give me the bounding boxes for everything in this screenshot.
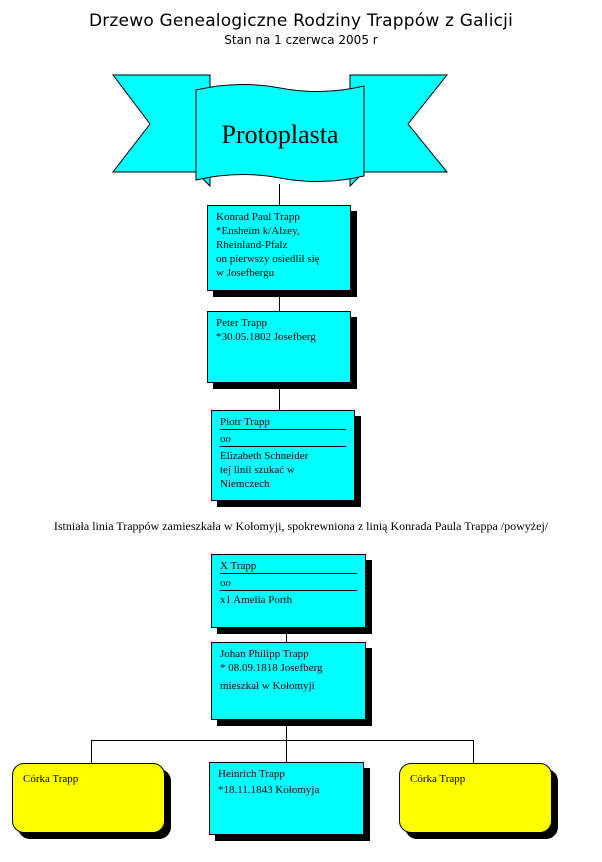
page-subtitle: Stan na 1 czerwca 2005 r: [224, 33, 378, 47]
connector-child-right: [473, 740, 474, 763]
person-detail: *Ensheim k/Alzey,: [216, 225, 300, 237]
person-detail: tej linii szukać w: [220, 464, 295, 476]
connector-johan-down: [286, 720, 287, 740]
person-detail: *30.05.1802 Josefberg: [216, 331, 316, 343]
person-name: Córka Trapp: [410, 773, 466, 785]
person-detail: mieszkał w Kołomyji: [220, 680, 315, 692]
person-box-daughter-left: Córka Trapp: [12, 763, 165, 833]
person-box-piotr: Piotr Trapp oo Elizabeth Schneider tej l…: [211, 410, 355, 501]
person-detail: w Josefbergu: [216, 267, 275, 279]
person-box-peter: Peter Trapp *30.05.1802 Josefberg: [207, 311, 351, 383]
person-name: Johan Philipp Trapp: [220, 648, 309, 660]
connector-peter-piotr: [279, 383, 280, 411]
marriage-symbol: oo: [220, 576, 357, 591]
person-detail: Niemczech: [220, 478, 270, 490]
page-title: Drzewo Genealogiczne Rodziny Trappów z G…: [88, 11, 514, 31]
person-detail: * 08.09.1818 Josefberg: [220, 662, 323, 674]
person-name: Piotr Trapp: [220, 415, 346, 430]
person-name: Konrad Paul Trapp: [216, 211, 300, 223]
person-box-johan: Johan Philipp Trapp * 08.09.1818 Josefbe…: [211, 642, 366, 720]
person-detail: Rheinland-Pfalz: [216, 239, 288, 251]
connector-child-mid: [286, 740, 287, 763]
person-name: X Trapp: [220, 559, 357, 574]
protoplasta-banner: [111, 74, 449, 188]
banner-label: Protoplasta: [221, 120, 339, 149]
person-box-x-trapp: X Trapp oo x1 Amelia Porth: [211, 554, 366, 628]
person-name: Heinrich Trapp: [218, 768, 285, 780]
person-name: Peter Trapp: [216, 317, 268, 329]
connector-x-johan: [286, 628, 287, 642]
marriage-symbol: oo: [220, 432, 346, 447]
person-detail: *18.11.1843 Kołomyja: [218, 784, 320, 796]
person-box-heinrich: Heinrich Trapp *18.11.1843 Kołomyja: [209, 762, 364, 835]
person-box-konrad: Konrad Paul Trapp *Ensheim k/Alzey, Rhei…: [207, 205, 351, 291]
connector-child-left: [91, 740, 92, 763]
connector-children-bar: [91, 740, 474, 741]
person-detail: on pierwszy osiedlił się: [216, 253, 320, 265]
person-detail: x1 Amelia Porth: [220, 594, 293, 606]
person-detail: Elizabeth Schneider: [220, 450, 309, 462]
connector-konrad-peter: [279, 290, 280, 312]
connector-banner-konrad: [279, 184, 280, 206]
person-box-daughter-right: Córka Trapp: [399, 763, 552, 833]
note-text: Istniała linia Trappów zamieszkała w Koł…: [53, 519, 549, 533]
person-name: Córka Trapp: [23, 773, 79, 785]
